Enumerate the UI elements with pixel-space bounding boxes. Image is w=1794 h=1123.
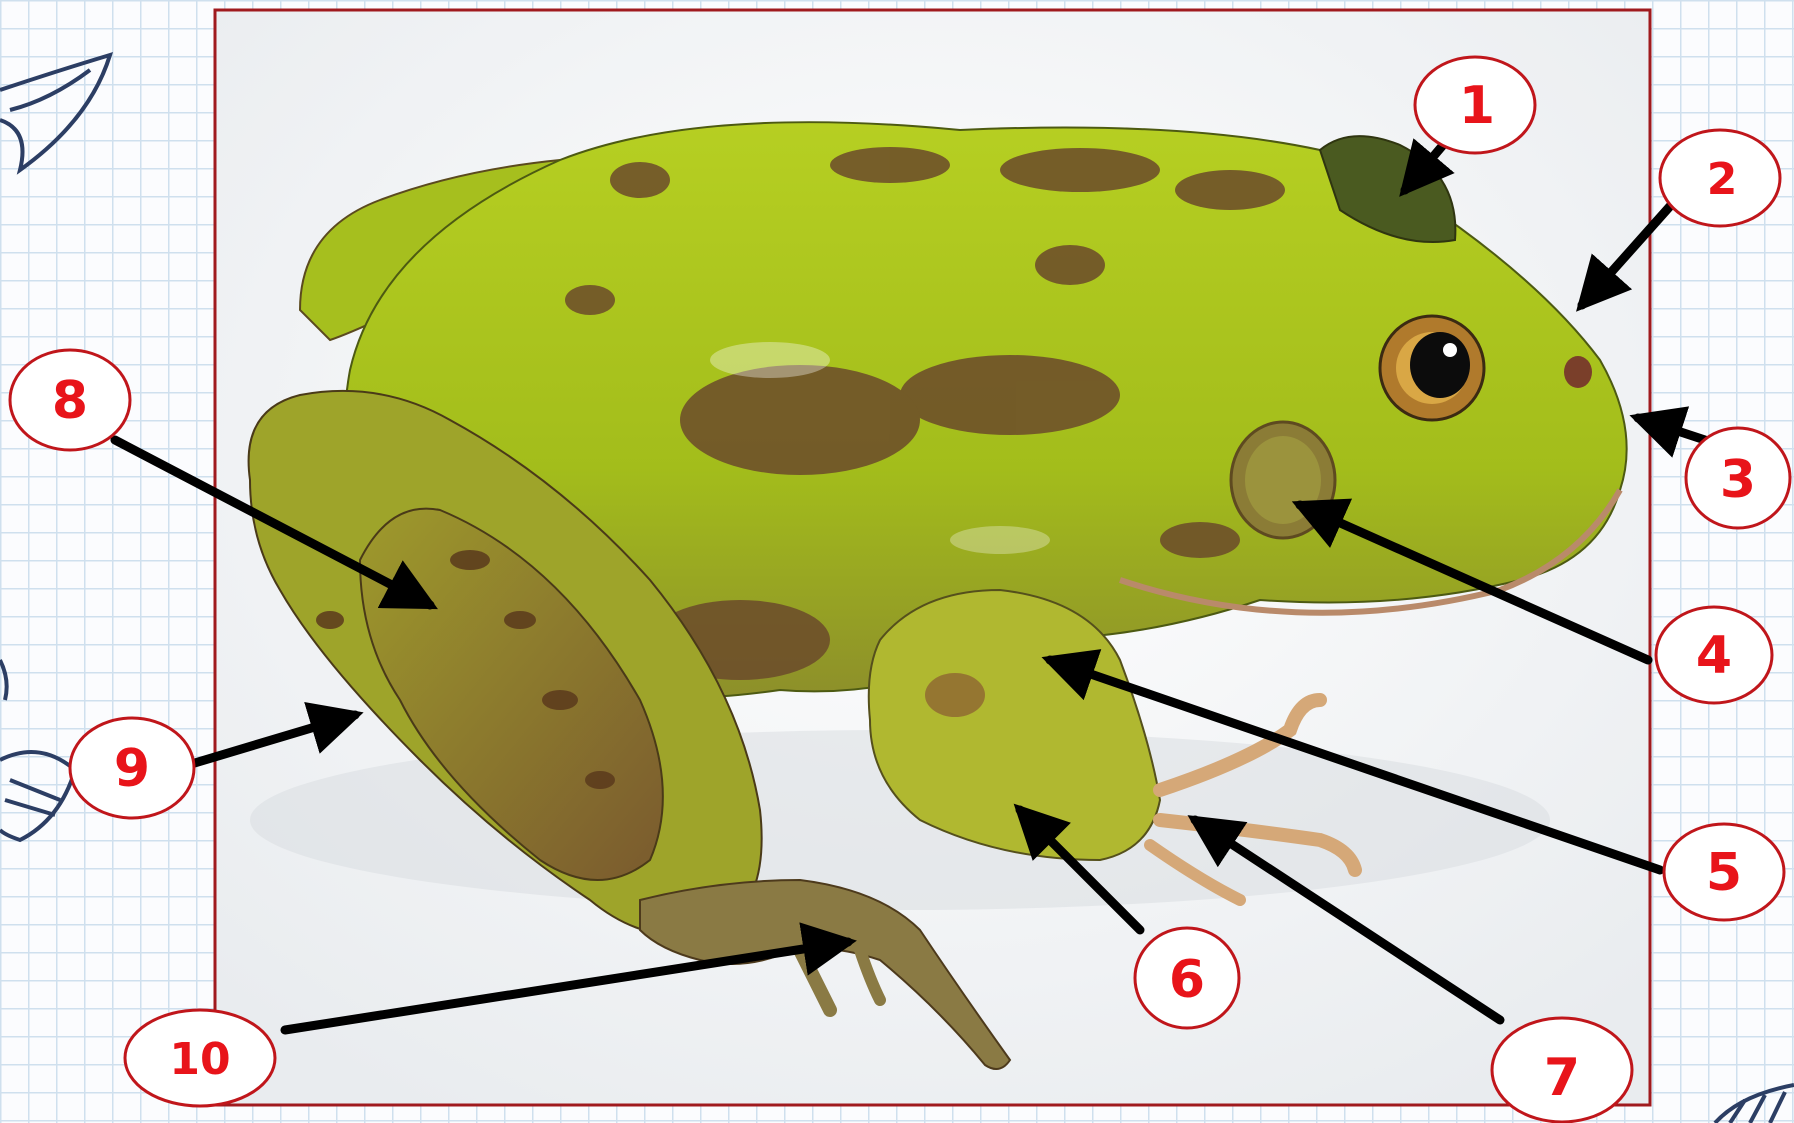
label-3-text: 3 (1720, 450, 1756, 510)
label-2-text: 2 (1707, 154, 1738, 205)
label-1-text: 1 (1459, 76, 1495, 136)
label-10-text: 10 (169, 1034, 230, 1085)
label-8: 8 (10, 350, 130, 450)
label-4: 4 (1656, 607, 1772, 703)
label-10: 10 (125, 1010, 275, 1106)
label-2: 2 (1660, 130, 1780, 226)
fish-doodle-left-icon (0, 660, 75, 840)
label-9: 9 (70, 718, 194, 818)
label-5-text: 5 (1706, 843, 1742, 903)
label-9-text: 9 (114, 739, 150, 799)
fish-doodle-bottom-right-icon (1715, 1085, 1794, 1123)
label-6: 6 (1135, 928, 1239, 1028)
label-1: 1 (1415, 57, 1535, 153)
label-7: 7 (1492, 1018, 1632, 1122)
label-4-text: 4 (1696, 626, 1732, 686)
label-3: 3 (1686, 428, 1790, 528)
label-7-text: 7 (1544, 1048, 1580, 1108)
frog-photo (215, 10, 1650, 1105)
fish-doodle-top-left-icon (0, 55, 110, 170)
label-6-text: 6 (1169, 950, 1205, 1010)
label-8-text: 8 (52, 371, 88, 431)
label-5: 5 (1664, 824, 1784, 920)
